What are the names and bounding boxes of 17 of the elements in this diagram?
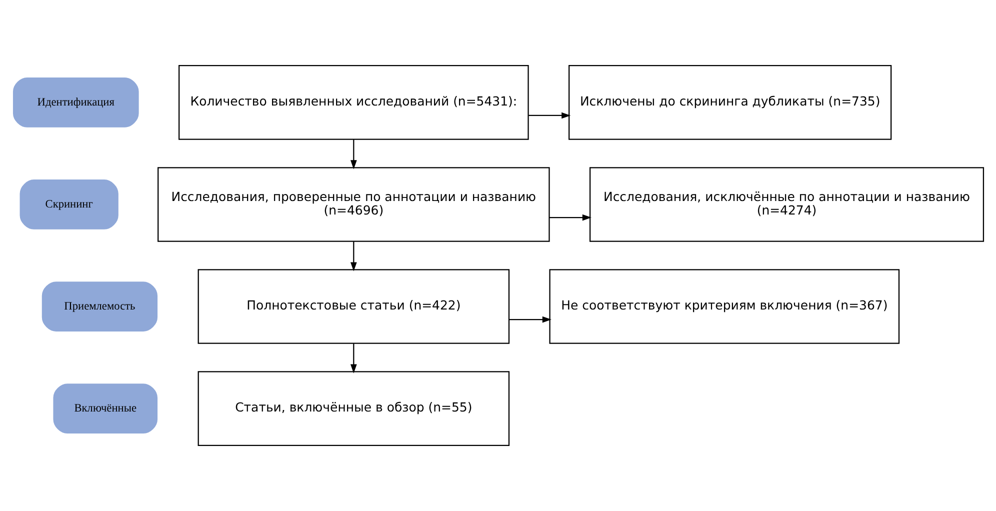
arrow <box>548 214 591 221</box>
node-box: Приемлемость <box>41 282 158 332</box>
arrow <box>350 140 356 170</box>
node-box: Исследования, проверенные по аннотации и названию (n=4696) <box>157 167 550 242</box>
node-box: Скрининг <box>19 180 118 230</box>
arrow <box>508 316 551 323</box>
node-box: Количество выявленных исследований (n=5431): <box>178 65 528 140</box>
node-box: Статьи, включённые в обзор (n=55) <box>197 371 510 446</box>
node-box: Исследования, исключённые по аннотации и названию (n=4274) <box>588 167 984 242</box>
node-box: Исключены до скрининга дубликаты (n=735) <box>568 65 892 140</box>
arrow <box>350 344 356 374</box>
arrow <box>350 242 356 272</box>
arrow <box>528 112 570 119</box>
node-box: Включённые <box>52 384 158 434</box>
node-box: Полнотекстовые статьи (n=422) <box>197 269 510 344</box>
node-box: Не соответствуют критериям включения (n=367) <box>548 269 900 344</box>
node-box: Идентификация <box>12 78 138 128</box>
